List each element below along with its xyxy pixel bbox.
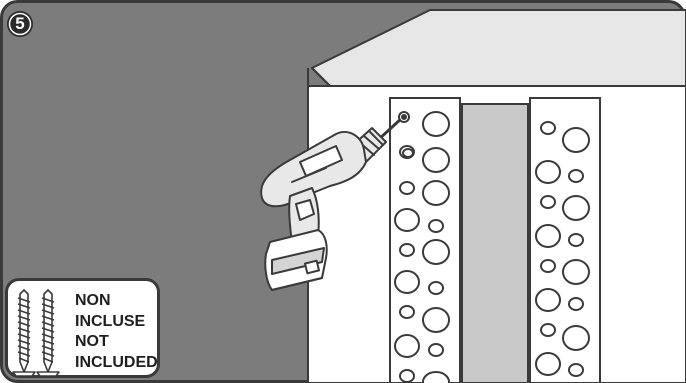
step-circle-icon xyxy=(7,11,33,37)
rail-right-holes xyxy=(535,121,590,377)
screws-icon xyxy=(12,289,60,377)
not-included-label: NON INCLUSE NOT INCLUDED xyxy=(75,291,165,373)
rail-left-holes xyxy=(394,111,450,383)
note-line-en-1: NOT xyxy=(75,333,109,350)
gap-strip xyxy=(461,103,529,383)
drill-icon xyxy=(260,111,410,291)
step-number: 5 xyxy=(15,14,25,33)
note-line-fr-2: INCLUSE xyxy=(75,312,146,330)
note-box xyxy=(5,278,160,378)
note-line-en-2: INCLUDED xyxy=(75,353,158,371)
note-line-fr-1: NON xyxy=(75,292,111,309)
